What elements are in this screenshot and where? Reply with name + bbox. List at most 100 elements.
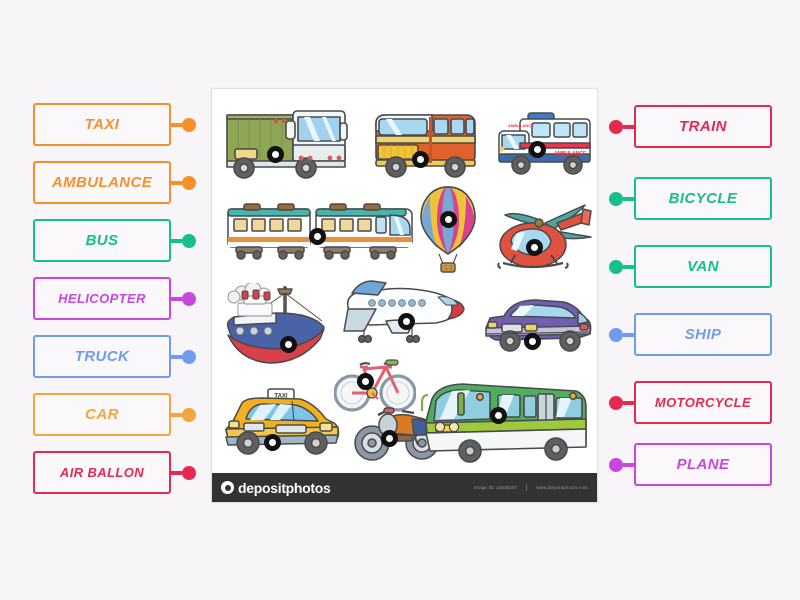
connector-stem-ambulance <box>169 180 182 185</box>
drop-marker-bus[interactable] <box>490 407 507 424</box>
connector-stem-van <box>623 264 636 269</box>
connector-bicycle[interactable] <box>609 191 636 206</box>
watermark-bar: depositphotos Image ID: 16585297 www.dep… <box>212 473 597 502</box>
connector-train[interactable] <box>609 119 636 134</box>
drop-marker-train[interactable] <box>309 228 326 245</box>
connector-helicopter[interactable] <box>169 291 196 306</box>
label-text-motorcycle: MOTORCYCLE <box>654 395 752 410</box>
connector-stem-motorcycle <box>623 400 636 405</box>
connector-dot-car[interactable] <box>182 407 196 422</box>
drop-marker-truck[interactable] <box>267 146 284 163</box>
connector-stem-ship <box>623 332 636 337</box>
label-chip-helicopter[interactable]: HELICOPTER <box>33 277 196 320</box>
vehicle-orange-minibus[interactable] <box>372 109 480 181</box>
label-chip-bicycle[interactable]: BICYCLE <box>609 177 772 220</box>
connector-taxi[interactable] <box>169 117 196 132</box>
label-text-taxi: TAXI <box>84 116 120 133</box>
watermark-site: www.depositphotos.com <box>536 485 588 490</box>
label-text-van: VAN <box>687 258 719 275</box>
label-text-train: TRAIN <box>679 118 727 135</box>
drop-marker-van[interactable] <box>412 151 429 168</box>
connector-dot-ambulance[interactable] <box>182 175 196 190</box>
vehicle-hot-air-balloon[interactable] <box>417 184 479 276</box>
connector-truck[interactable] <box>169 349 196 364</box>
label-chip-car[interactable]: CAR <box>33 393 196 436</box>
connector-dot-truck[interactable] <box>182 349 196 364</box>
connector-stem-air-ballon <box>169 470 182 475</box>
label-chip-plane[interactable]: PLANE <box>609 443 772 486</box>
connector-stem-truck <box>169 354 182 359</box>
vehicle-green-bus[interactable] <box>418 377 592 471</box>
label-chip-ship[interactable]: SHIP <box>609 313 772 356</box>
label-chip-van[interactable]: VAN <box>609 245 772 288</box>
connector-stem-bicycle <box>623 196 636 201</box>
label-chip-ambulance[interactable]: AMBULANCE <box>33 161 196 204</box>
connector-air-ballon[interactable] <box>169 465 196 480</box>
drop-marker-bicycle[interactable] <box>357 373 374 390</box>
drop-marker-ship[interactable] <box>280 336 297 353</box>
vehicle-helicopter[interactable] <box>487 197 597 277</box>
label-chip-truck[interactable]: TRUCK <box>33 335 196 378</box>
drop-marker-ambulance[interactable] <box>529 141 546 158</box>
label-chip-taxi[interactable]: TAXI <box>33 103 196 146</box>
connector-dot-ship[interactable] <box>609 327 623 342</box>
drop-marker-car[interactable] <box>524 333 541 350</box>
vehicle-airplane[interactable] <box>342 279 470 351</box>
drop-marker-taxi[interactable] <box>264 434 281 451</box>
label-chip-train[interactable]: TRAIN <box>609 105 772 148</box>
connector-motorcycle[interactable] <box>609 395 636 410</box>
vehicle-purple-car[interactable] <box>480 294 594 360</box>
connector-stem-train <box>623 124 636 129</box>
depositphotos-logo-icon <box>221 481 234 494</box>
vehicle-taxi[interactable]: TAXI <box>220 387 344 461</box>
connector-dot-taxi[interactable] <box>182 117 196 132</box>
label-text-air-ballon: AIR BALLON <box>59 465 145 480</box>
label-text-plane: PLANE <box>676 456 730 473</box>
connector-stem-bus <box>169 238 182 243</box>
vehicle-ship[interactable] <box>220 283 348 375</box>
connector-plane[interactable] <box>609 457 636 472</box>
connector-dot-van[interactable] <box>609 259 623 274</box>
svg-text:TAXI: TAXI <box>274 394 288 400</box>
connector-dot-plane[interactable] <box>609 457 623 472</box>
connector-bus[interactable] <box>169 233 196 248</box>
drop-marker-plane[interactable] <box>398 313 415 330</box>
watermark-meta: Image ID: 16585297 www.depositphotos.com <box>474 484 588 491</box>
connector-dot-train[interactable] <box>609 119 623 134</box>
label-chip-air-ballon[interactable]: AIR BALLON <box>33 451 196 494</box>
vehicle-box-truck[interactable] <box>222 101 352 183</box>
connector-van[interactable] <box>609 259 636 274</box>
vehicles-canvas: AMBULANCE AMBULANCE <box>212 89 597 475</box>
connector-car[interactable] <box>169 407 196 422</box>
label-text-car: CAR <box>85 406 119 423</box>
connector-stem-plane <box>623 462 636 467</box>
connector-stem-taxi <box>169 122 182 127</box>
label-text-ship: SHIP <box>684 326 722 343</box>
drop-marker-air-ballon[interactable] <box>440 211 457 228</box>
connector-dot-helicopter[interactable] <box>182 291 196 306</box>
watermark-divider <box>526 484 528 491</box>
watermark-brand: depositphotos <box>238 479 331 496</box>
connector-stem-helicopter <box>169 296 182 301</box>
label-chip-bus[interactable]: BUS <box>33 219 196 262</box>
label-text-ambulance: AMBULANCE <box>51 174 153 191</box>
connector-dot-bus[interactable] <box>182 233 196 248</box>
connector-ambulance[interactable] <box>169 175 196 190</box>
connector-dot-bicycle[interactable] <box>609 191 623 206</box>
label-text-bus: BUS <box>85 232 119 249</box>
svg-text:AMBULANCE: AMBULANCE <box>554 151 587 157</box>
drop-marker-helicopter[interactable] <box>526 239 543 256</box>
label-text-bicycle: BICYCLE <box>668 190 738 207</box>
connector-dot-air-ballon[interactable] <box>182 465 196 480</box>
label-text-helicopter: HELICOPTER <box>58 291 146 306</box>
label-text-truck: TRUCK <box>74 348 130 365</box>
picture-panel: AMBULANCE AMBULANCE <box>211 88 598 503</box>
connector-stem-car <box>169 412 182 417</box>
connector-ship[interactable] <box>609 327 636 342</box>
connector-dot-motorcycle[interactable] <box>609 395 623 410</box>
label-chip-motorcycle[interactable]: MOTORCYCLE <box>609 381 772 424</box>
vehicle-ambulance[interactable]: AMBULANCE AMBULANCE <box>494 105 594 181</box>
watermark-image-id: Image ID: 16585297 <box>473 485 518 490</box>
drop-marker-motorcycle[interactable] <box>381 430 398 447</box>
